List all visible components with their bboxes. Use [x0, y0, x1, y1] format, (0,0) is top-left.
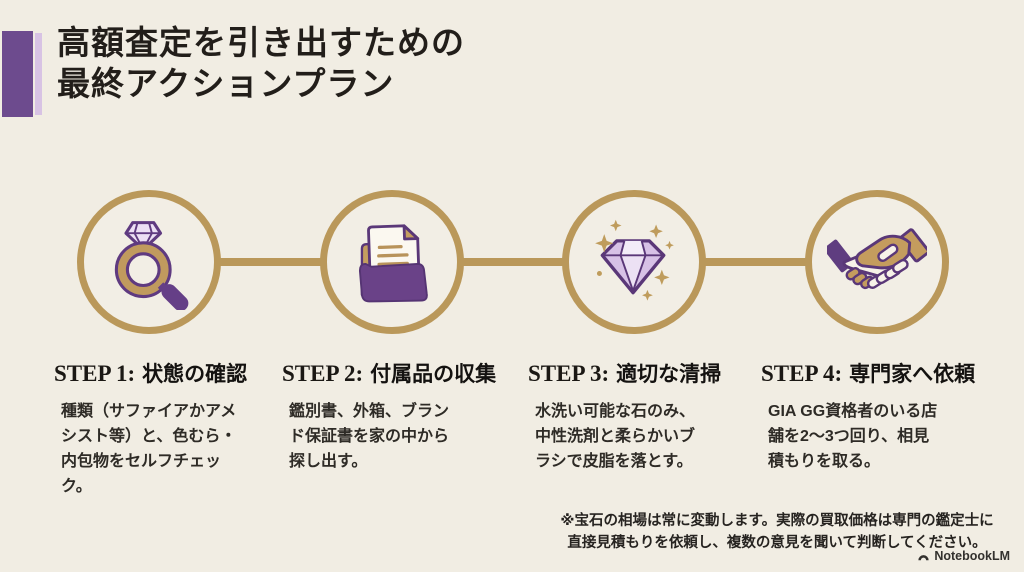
step-2-title: 付属品の収集	[370, 363, 497, 386]
step-1-column: STEP 1: 状態の確認 種類（サファイアかアメ シスト等）と、色むら・ 内包…	[54, 358, 286, 499]
step-circle-2	[320, 190, 464, 334]
connector-line	[150, 258, 876, 266]
step-3-heading: STEP 3: 適切な清掃	[528, 358, 760, 388]
step-circle-3	[562, 190, 706, 334]
diamond-sparkles-icon	[595, 219, 674, 301]
step-4-description: GIA GG資格者のいる店 舗を2〜3つ回り、相見 積もりを取る。	[768, 403, 938, 470]
folder-documents-icon	[358, 224, 428, 303]
step-3-label: STEP 3:	[528, 361, 610, 386]
step-1-label: STEP 1:	[54, 361, 136, 386]
step-2-heading: STEP 2: 付属品の収集	[282, 358, 514, 388]
step-1-description: 種類（サファイアかアメ シスト等）と、色むら・ 内包物をセルフチェッ ク。	[61, 403, 237, 495]
notebooklm-watermark-label: NotebookLM	[934, 549, 1010, 563]
step-1-title: 状態の確認	[142, 363, 248, 386]
handshake-icon	[827, 228, 927, 290]
step-circle-1	[77, 190, 221, 334]
title-accent-stripe	[35, 33, 42, 115]
step-2-description: 鑑別書、外箱、ブラン ド保証書を家の中から 探し出す。	[289, 403, 450, 470]
disclaimer-note: ※宝石の相場は常に変動します。実際の買取価格は専門の鑑定士に 直接見積もりを依頼…	[560, 513, 994, 551]
step-2-column: STEP 2: 付属品の収集 鑑別書、外箱、ブラン ド保証書を家の中から 探し出…	[282, 358, 514, 474]
step-3-title: 適切な清掃	[616, 363, 722, 386]
title-accent-bar	[2, 31, 33, 117]
step-3-description: 水洗い可能な石のみ、 中性洗剤と柔らかいブ ラシで皮脂を落とす。	[535, 403, 696, 470]
step-4-title: 専門家へ依頼	[849, 363, 976, 386]
page-title: 高額査定を引き出すための 最終アクションプラン	[57, 26, 465, 103]
notebooklm-watermark: NotebookLM	[917, 549, 1010, 563]
step-4-column: STEP 4: 専門家へ依頼 GIA GG資格者のいる店 舗を2〜3つ回り、相見…	[761, 358, 993, 474]
step-circle-4	[805, 190, 949, 334]
notebooklm-logo-icon	[918, 554, 929, 560]
step-2-label: STEP 2:	[282, 361, 364, 386]
step-4-label: STEP 4:	[761, 361, 843, 386]
step-1-heading: STEP 1: 状態の確認	[54, 358, 286, 388]
step-4-heading: STEP 4: 専門家へ依頼	[761, 358, 993, 388]
step-3-column: STEP 3: 適切な清掃 水洗い可能な石のみ、 中性洗剤と柔らかいブ ラシで皮…	[528, 358, 760, 474]
ring-magnifier-icon	[114, 221, 189, 310]
